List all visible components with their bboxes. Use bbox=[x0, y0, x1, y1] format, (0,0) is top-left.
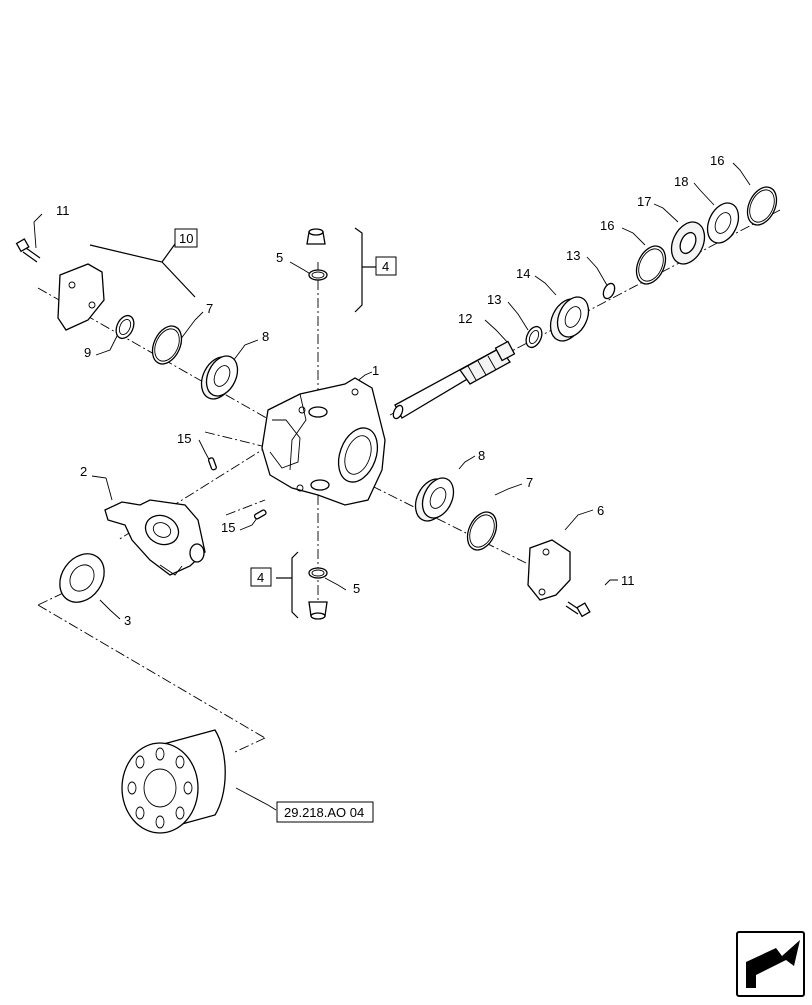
callout-16-right: 16 bbox=[710, 153, 724, 168]
callout-5-top: 5 bbox=[276, 250, 283, 265]
callout-box-10 bbox=[174, 228, 198, 248]
callout-4-top: 4 bbox=[382, 259, 389, 274]
bolt-left-part bbox=[15, 238, 41, 263]
swash-plate-part bbox=[104, 499, 206, 576]
bolt-right-part bbox=[565, 601, 591, 618]
callout-12: 12 bbox=[458, 311, 472, 326]
callout-5-bottom: 5 bbox=[353, 581, 360, 596]
assembly-centerlines bbox=[37, 209, 781, 753]
snap-ring-left-part bbox=[115, 314, 135, 340]
callout-17: 17 bbox=[637, 194, 651, 209]
washer-17-part bbox=[670, 221, 706, 265]
o-ring-left-part bbox=[151, 325, 183, 365]
callout-18: 18 bbox=[674, 174, 688, 189]
cylinder-bores bbox=[127, 747, 193, 829]
callout-13-right: 13 bbox=[566, 248, 580, 263]
pin-bottom-part bbox=[253, 509, 267, 520]
callout-10: 10 bbox=[179, 231, 193, 246]
callout-labels: 1 2 3 4 4 5 5 6 7 7 8 8 9 10 11 11 12 13… bbox=[56, 153, 724, 820]
leader-lines bbox=[33, 162, 751, 811]
thrust-washer-part bbox=[59, 553, 105, 603]
callout-15-top: 15 bbox=[177, 431, 191, 446]
circlip-16-left-part bbox=[635, 245, 667, 285]
seal-18-part bbox=[706, 202, 740, 244]
drive-shaft-part bbox=[392, 340, 516, 420]
next-page-arrow-icon[interactable] bbox=[736, 931, 805, 997]
plug-top-part bbox=[306, 228, 326, 245]
callout-2: 2 bbox=[80, 464, 87, 479]
callout-3: 3 bbox=[124, 613, 131, 628]
cylinder-block-part bbox=[121, 729, 226, 834]
pump-housing-part bbox=[261, 377, 386, 506]
o-ring-top-part bbox=[308, 269, 328, 281]
callout-16-left: 16 bbox=[600, 218, 614, 233]
callout-11-right: 11 bbox=[621, 573, 635, 588]
o-ring-bottom-part bbox=[308, 567, 328, 579]
callout-8-right: 8 bbox=[478, 448, 485, 463]
snap-ring-13-left-part bbox=[525, 325, 543, 349]
callout-8-left: 8 bbox=[262, 329, 269, 344]
cover-plate-left-part bbox=[57, 263, 105, 331]
callout-9: 9 bbox=[84, 345, 91, 360]
plug-bottom-part bbox=[308, 601, 328, 620]
callout-4-bottom: 4 bbox=[257, 570, 264, 585]
callout-15-bottom: 15 bbox=[221, 520, 235, 535]
pin-top-part bbox=[207, 457, 217, 471]
callout-7-right: 7 bbox=[526, 475, 533, 490]
callout-11-left: 11 bbox=[56, 203, 70, 218]
callout-14: 14 bbox=[516, 266, 530, 281]
snap-ring-13-right-part bbox=[602, 282, 616, 300]
bearing-right-part bbox=[549, 296, 590, 342]
bearing-left-part bbox=[200, 355, 239, 400]
cover-plate-right-part bbox=[527, 539, 571, 601]
bearing-lower-part bbox=[414, 477, 455, 522]
o-ring-right-part bbox=[466, 511, 498, 551]
callout-13-left: 13 bbox=[487, 292, 501, 307]
callout-1: 1 bbox=[372, 363, 379, 378]
reference-label: 29.218.AO 04 bbox=[284, 805, 364, 820]
bracket-lines bbox=[89, 227, 376, 619]
circlip-16-right-part bbox=[746, 186, 778, 226]
callout-6: 6 bbox=[597, 503, 604, 518]
reference-box bbox=[276, 801, 374, 823]
callout-box-4-bottom bbox=[250, 567, 272, 587]
callout-7-left: 7 bbox=[206, 301, 213, 316]
callout-box-4-top bbox=[375, 256, 397, 276]
